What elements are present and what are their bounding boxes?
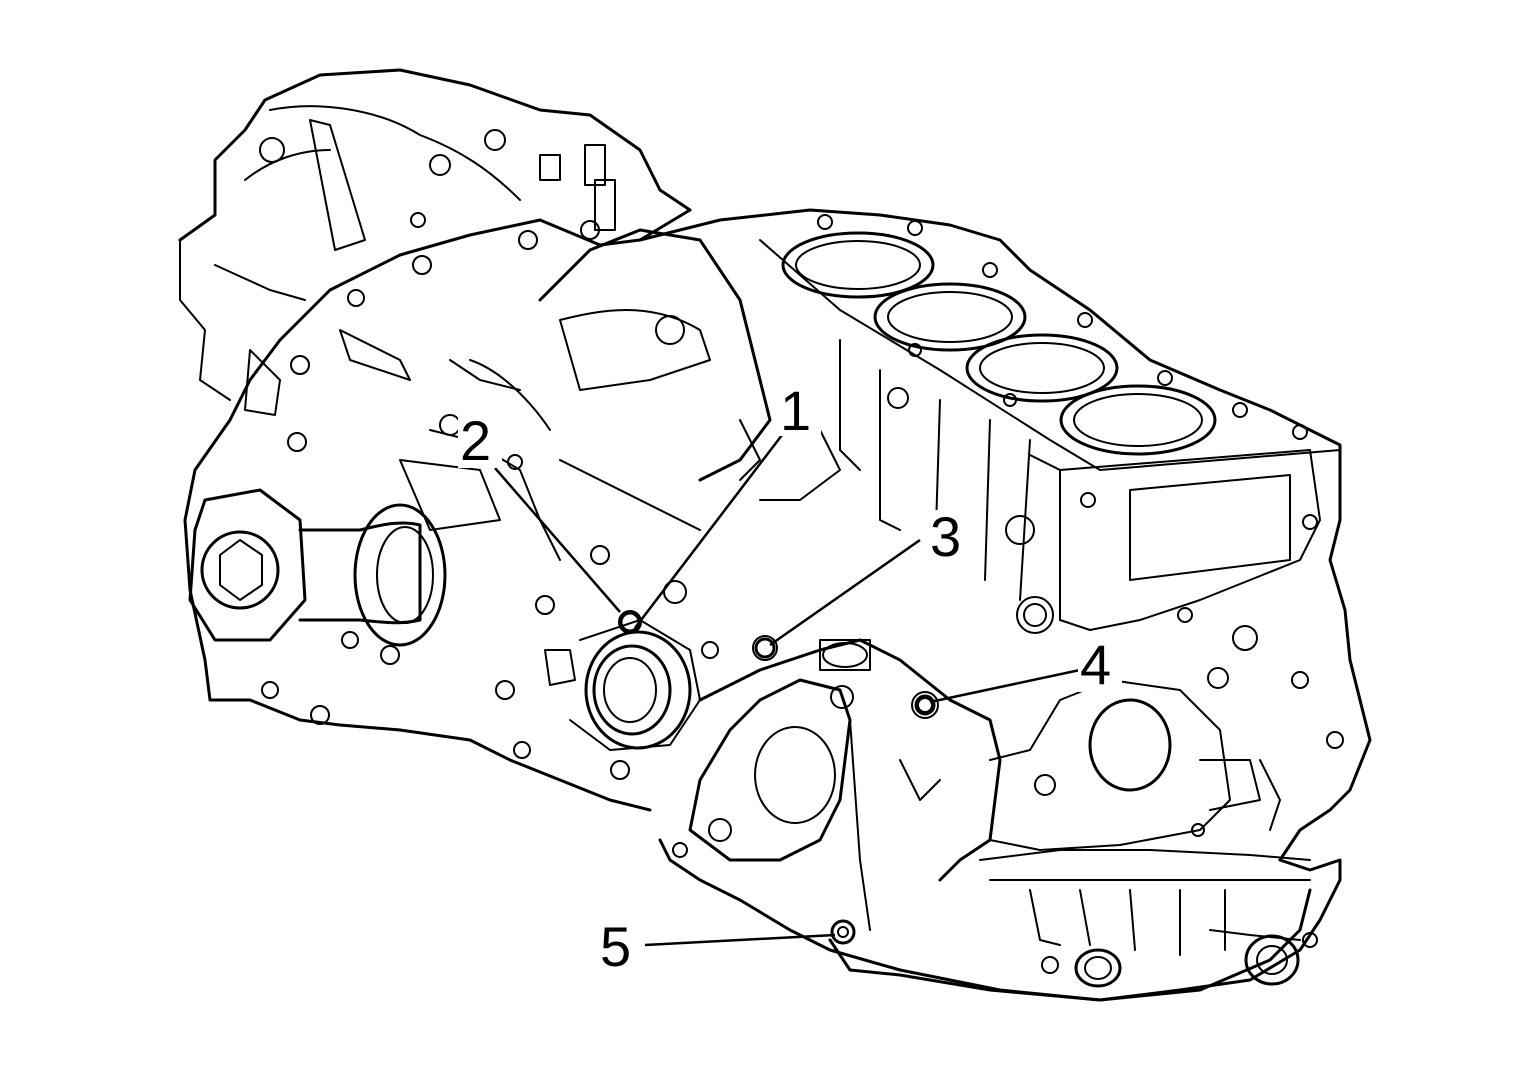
transmission-housing: [178, 68, 692, 812]
callout-5: 5: [600, 915, 631, 978]
callout-bolts: [619, 611, 936, 945]
front-seal: [569, 580, 778, 751]
callout-labels: 1 2 3 4 5: [458, 379, 1122, 978]
engine-block: [638, 208, 1372, 1002]
leader-4: [929, 668, 1081, 704]
leader-1: [634, 434, 783, 629]
leader-lines: [494, 434, 1081, 947]
callout-3: 3: [930, 505, 961, 568]
leader-3: [769, 538, 921, 647]
callout-2: 2: [460, 409, 491, 472]
callout-1: 1: [780, 379, 811, 442]
leader-2: [494, 467, 621, 613]
callout-4: 4: [1080, 633, 1111, 696]
leader-5: [644, 933, 836, 947]
center-casting: [399, 228, 772, 780]
output-shaft: [188, 488, 447, 725]
